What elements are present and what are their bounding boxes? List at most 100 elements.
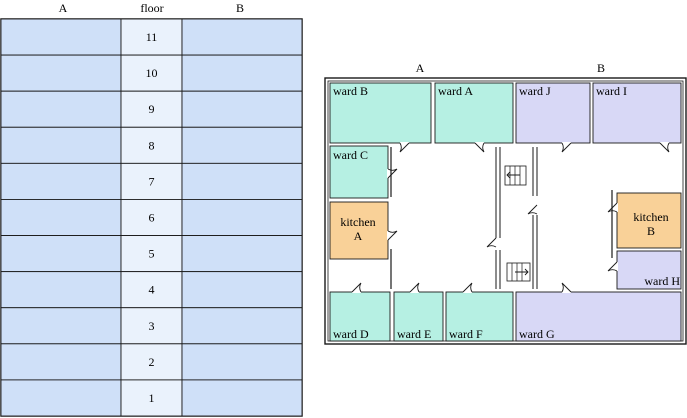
door-swing-icon	[351, 282, 362, 293]
elevation-cell-b	[181, 126, 303, 164]
elevation-col-a-label: A	[59, 1, 68, 15]
room-label: kitchen	[340, 215, 375, 229]
elevation-row: 8	[0, 126, 303, 164]
elevation-cell-b	[181, 199, 303, 236]
room-ward-j: ward J	[515, 82, 591, 144]
room-shape	[445, 291, 514, 342]
elevation-row: 10	[0, 54, 303, 92]
elevation-cell-a	[0, 162, 122, 200]
floor-number-label: 1	[149, 391, 155, 405]
room-label: ward C	[333, 148, 368, 162]
elevation-cell-b	[181, 235, 303, 273]
staircase-lower	[506, 262, 531, 282]
door-arc	[561, 282, 572, 293]
elevation-row: 4	[0, 271, 303, 309]
door-arc	[351, 282, 362, 293]
room-label: ward J	[519, 84, 551, 98]
elevation-cell-a	[0, 126, 122, 164]
elevation-row: 1	[0, 379, 303, 417]
room-label: ward A	[438, 84, 473, 98]
door-swing-icon	[387, 230, 398, 241]
door-gap	[475, 142, 484, 144]
door-arc	[387, 168, 398, 179]
elevation-cell-a	[0, 379, 122, 417]
room-ward-i: ward I	[592, 82, 682, 144]
elevation-row: 6	[0, 199, 303, 236]
door-gap	[463, 291, 472, 293]
door-gap	[410, 291, 419, 293]
door-arc	[399, 142, 410, 153]
room-label: ward E	[397, 327, 431, 341]
door-gap	[495, 238, 497, 247]
floor-number-label: 11	[146, 30, 158, 44]
door-gap	[616, 262, 618, 271]
floor-number-label: 6	[149, 211, 155, 225]
plan-wing-a-label: A	[416, 61, 425, 75]
room-ward-c: ward C	[329, 145, 389, 199]
elevation-cell-floor	[120, 54, 183, 92]
corridor-walls	[390, 147, 613, 289]
room-ward-g: ward G	[515, 291, 682, 342]
room-shape	[592, 82, 682, 144]
door-swing-icon	[486, 237, 497, 248]
room-ward-d: ward D	[329, 291, 391, 342]
room-ward-h: ward H	[616, 250, 682, 290]
door-swing-icon	[409, 282, 420, 293]
floor-number-label: 10	[146, 66, 158, 80]
room-shape	[515, 82, 591, 144]
room-shape	[434, 82, 514, 144]
room-label: ward F	[449, 327, 483, 341]
door-gap	[387, 231, 389, 240]
room-shape	[329, 291, 391, 342]
elevation-row: 7	[0, 162, 303, 200]
stair-down-arrow-icon	[506, 171, 520, 179]
floor-number-label: 2	[149, 355, 155, 369]
room-ward-f: ward F	[445, 291, 514, 342]
elevation-cell-floor	[120, 235, 183, 273]
elevation-col-b-label: B	[236, 1, 244, 15]
elevation-row: 2	[0, 343, 303, 381]
door-swing-icon	[399, 142, 410, 153]
elevation-row: 5	[0, 235, 303, 273]
door-swing-icon	[607, 202, 618, 213]
elevation-row: 3	[0, 307, 303, 345]
door-arc	[607, 202, 618, 213]
elevation-cell-a	[0, 90, 122, 128]
door-arc	[474, 142, 485, 153]
door-swing-icon	[387, 168, 398, 179]
room-shape	[515, 291, 682, 342]
door-swing-icon	[474, 142, 485, 153]
elevation-cell-b	[181, 54, 303, 92]
elevation-cell-floor	[120, 379, 183, 417]
room-shape	[329, 201, 389, 260]
elevation-cell-a	[0, 343, 122, 381]
door-swing-icon	[527, 204, 538, 215]
room-shape	[616, 192, 682, 249]
plan-doors	[351, 142, 670, 293]
elevation-cell-floor	[120, 307, 183, 345]
plan-wing-b-label: B	[597, 61, 605, 75]
door-swing-icon	[607, 261, 618, 272]
door-swing-icon	[659, 142, 670, 153]
room-label: B	[647, 224, 655, 238]
room-shape	[616, 250, 682, 290]
room-shape	[329, 82, 432, 144]
door-arc	[527, 204, 538, 215]
elevation-cell-a	[0, 18, 122, 56]
door-arc	[659, 142, 670, 153]
elevation-cell-a	[0, 271, 122, 309]
door-arc	[462, 282, 473, 293]
room-label: ward G	[519, 327, 555, 341]
room-label: ward H	[644, 274, 680, 288]
room-label: A	[354, 229, 363, 243]
elevation-cell-b	[181, 90, 303, 128]
stairwell-walls	[495, 147, 538, 289]
elevation-cell-b	[181, 18, 303, 56]
floor-number-label: 4	[149, 283, 155, 297]
door-gap	[352, 291, 361, 293]
